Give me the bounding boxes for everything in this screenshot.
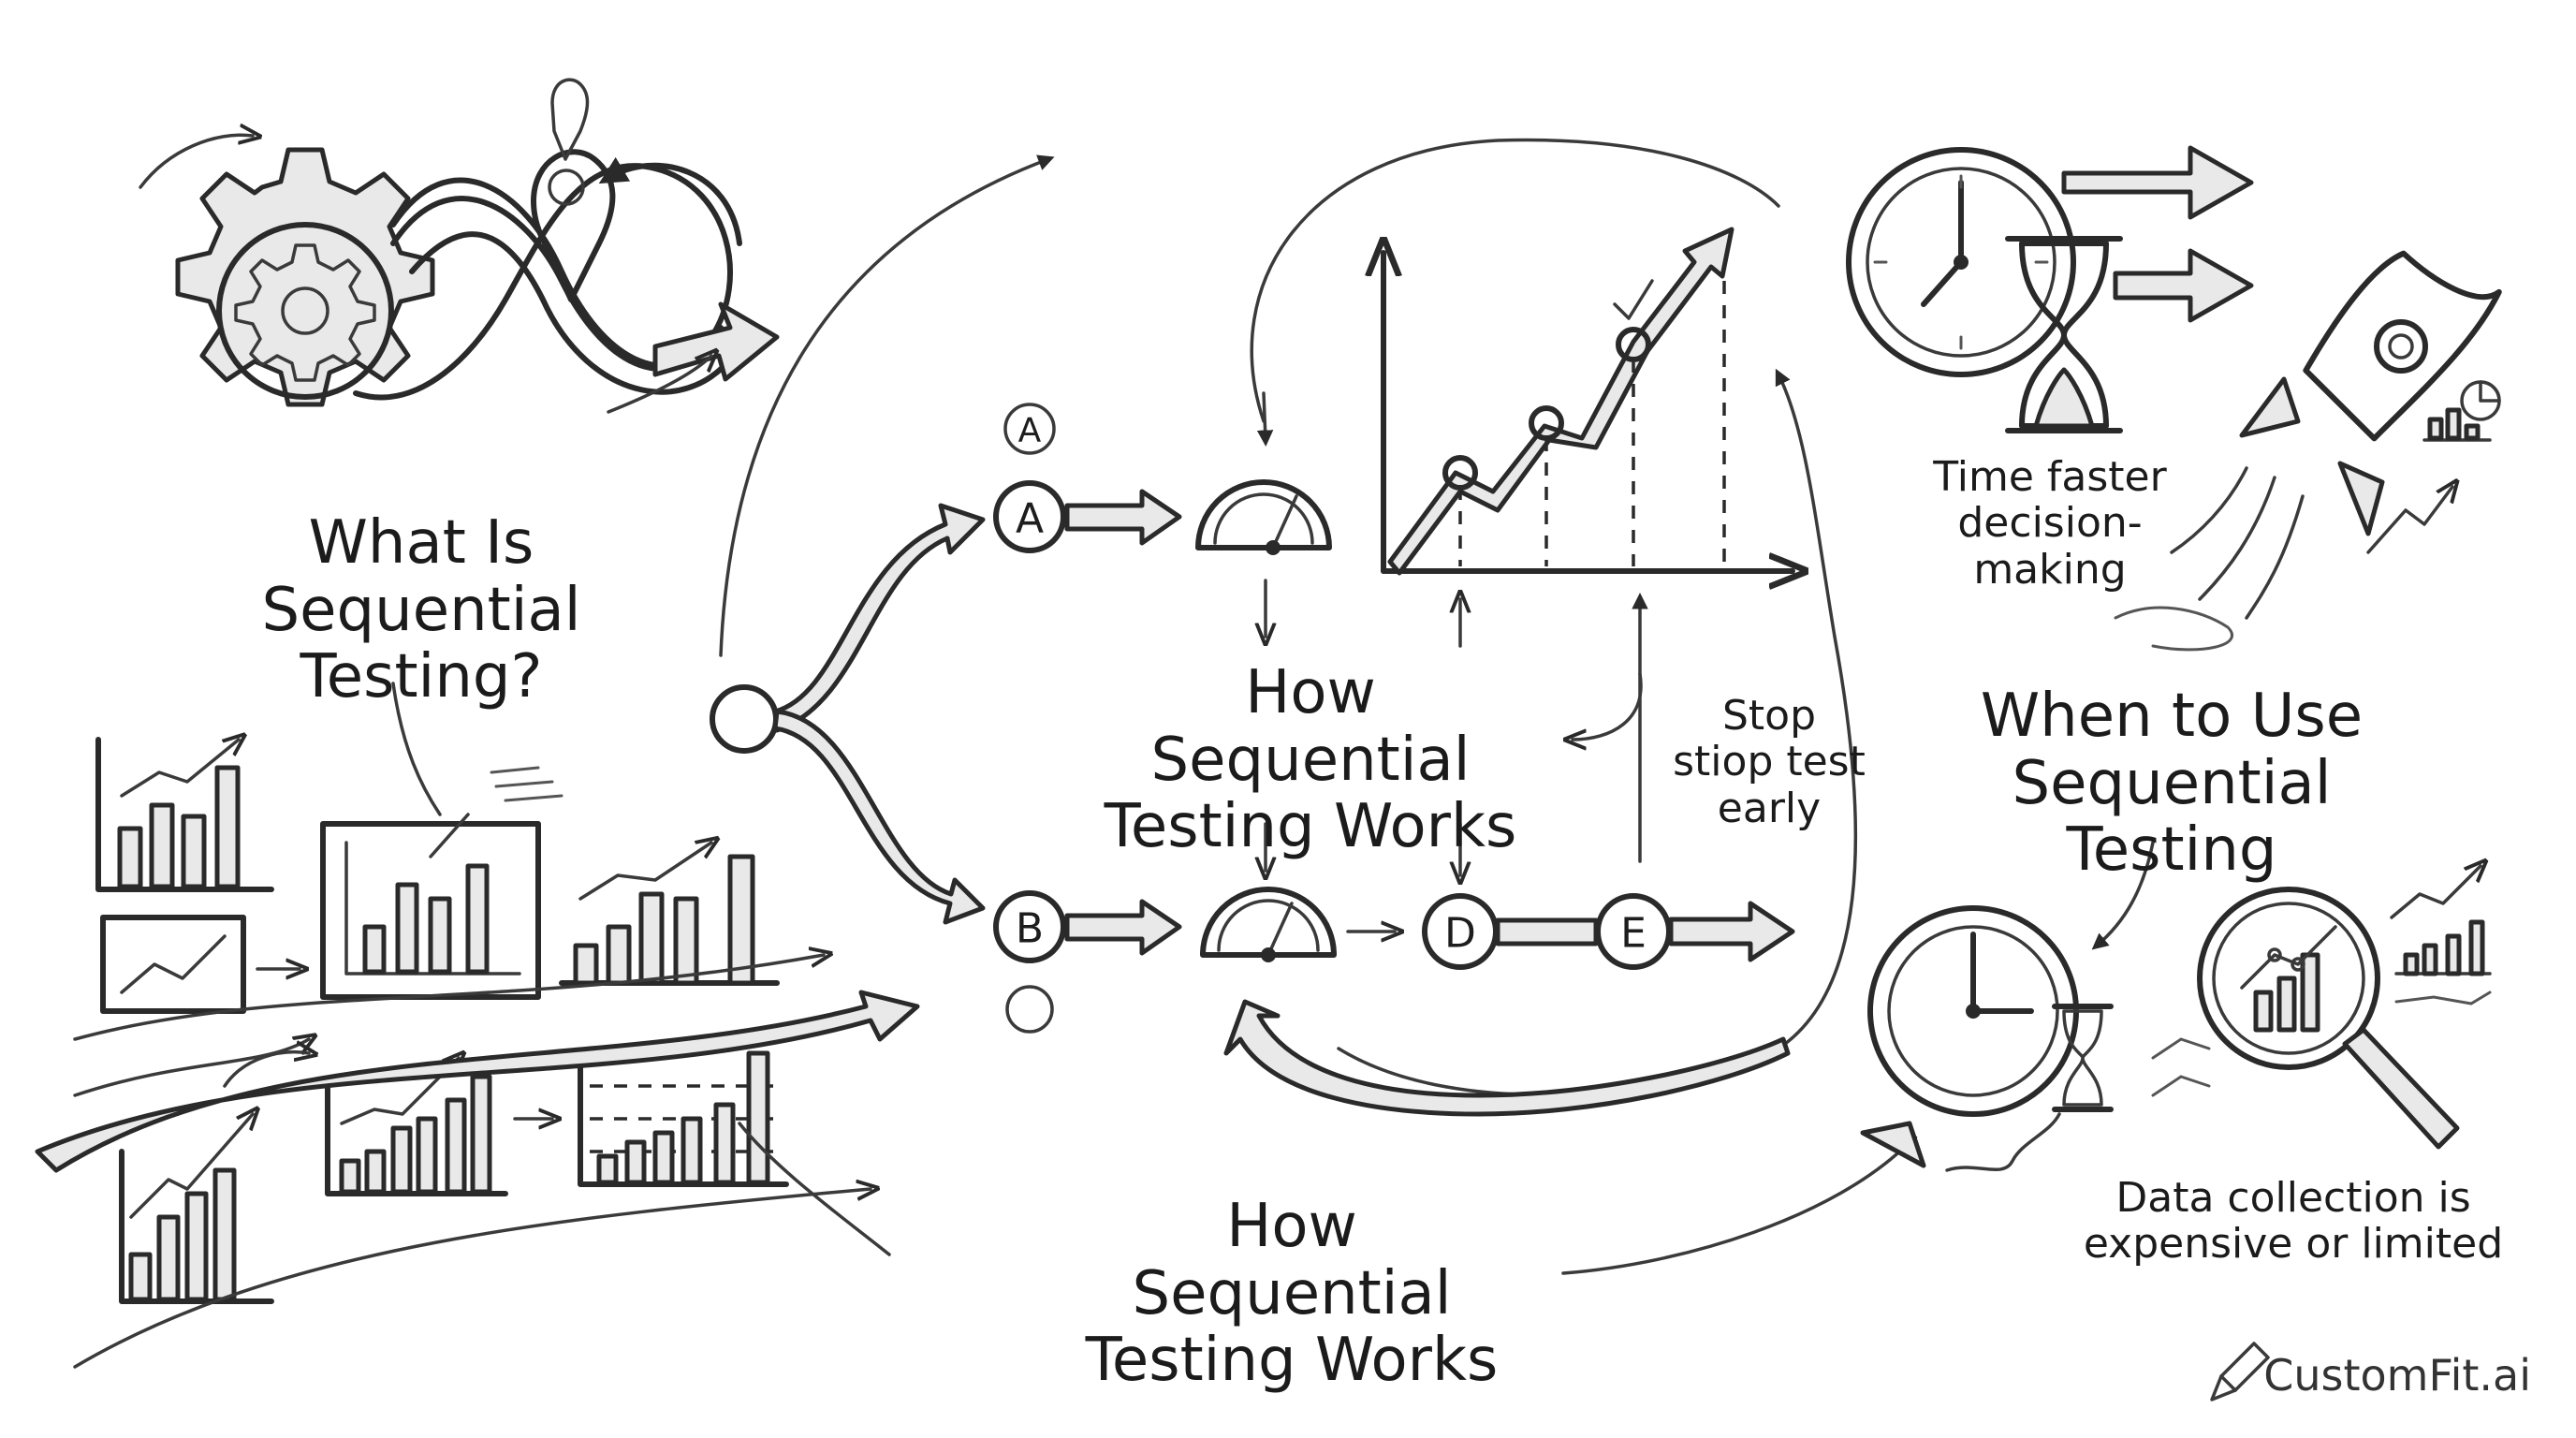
line-chart-icon — [100, 915, 300, 1014]
clock-icon — [1846, 147, 2076, 377]
note-time-faster: Time faster decision-making — [1933, 453, 2167, 594]
svg-text:A: A — [1016, 495, 1044, 543]
line-chart-icon — [1383, 227, 1793, 573]
bar-chart-icon — [95, 740, 274, 892]
node-e: E — [1595, 893, 1672, 970]
pencil-icon — [2210, 1342, 2270, 1401]
gear-icon — [175, 147, 435, 407]
svg-text:E: E — [1620, 910, 1647, 958]
bar-chart-icon — [2366, 380, 2501, 554]
bar-chart-icon — [320, 766, 564, 1000]
title-how-center: How Sequential Testing Works — [1104, 658, 1517, 862]
node-a: A — [993, 480, 1066, 553]
note-data-collection: Data collection is expensive or limited — [2083, 1174, 2504, 1269]
svg-text:A: A — [1018, 412, 1042, 450]
infinity-loop-icon — [139, 135, 780, 414]
bar-chart-icon — [119, 1114, 274, 1304]
node-a-small: A — [1003, 403, 1056, 455]
title-how-bottom: How Sequential Testing Works — [1085, 1192, 1499, 1396]
bar-chart-icon — [559, 843, 780, 986]
hourglass-icon — [2005, 236, 2123, 433]
brand-logo: CustomFit.ai — [2263, 1350, 2531, 1401]
gauge-icon — [1195, 479, 1332, 555]
node-b: B — [993, 890, 1066, 963]
note-stop-early: Stop stiop test early — [1673, 692, 1866, 832]
origin-node — [710, 684, 779, 754]
gauge-icon — [1200, 887, 1337, 962]
svg-text:D: D — [1444, 910, 1476, 958]
location-pin-icon — [531, 78, 616, 302]
bar-chart-icon — [325, 1058, 552, 1196]
title-when-to-use: When to Use Sequential Testing — [1980, 682, 2364, 886]
node-d: D — [1422, 893, 1499, 970]
line-chart-icon — [2151, 866, 2492, 1097]
hourglass-icon — [1945, 1004, 2114, 1172]
svg-text:B: B — [1016, 905, 1044, 953]
brand-name: CustomFit.ai — [2263, 1350, 2531, 1401]
small-node — [1005, 985, 1054, 1034]
magnifier-icon — [2197, 887, 2460, 1150]
title-what-is: What Is Sequential Testing? — [261, 508, 581, 712]
clock-icon — [1867, 905, 2079, 1117]
bar-chart-icon — [578, 1050, 789, 1187]
rocket-icon — [2114, 250, 2502, 652]
